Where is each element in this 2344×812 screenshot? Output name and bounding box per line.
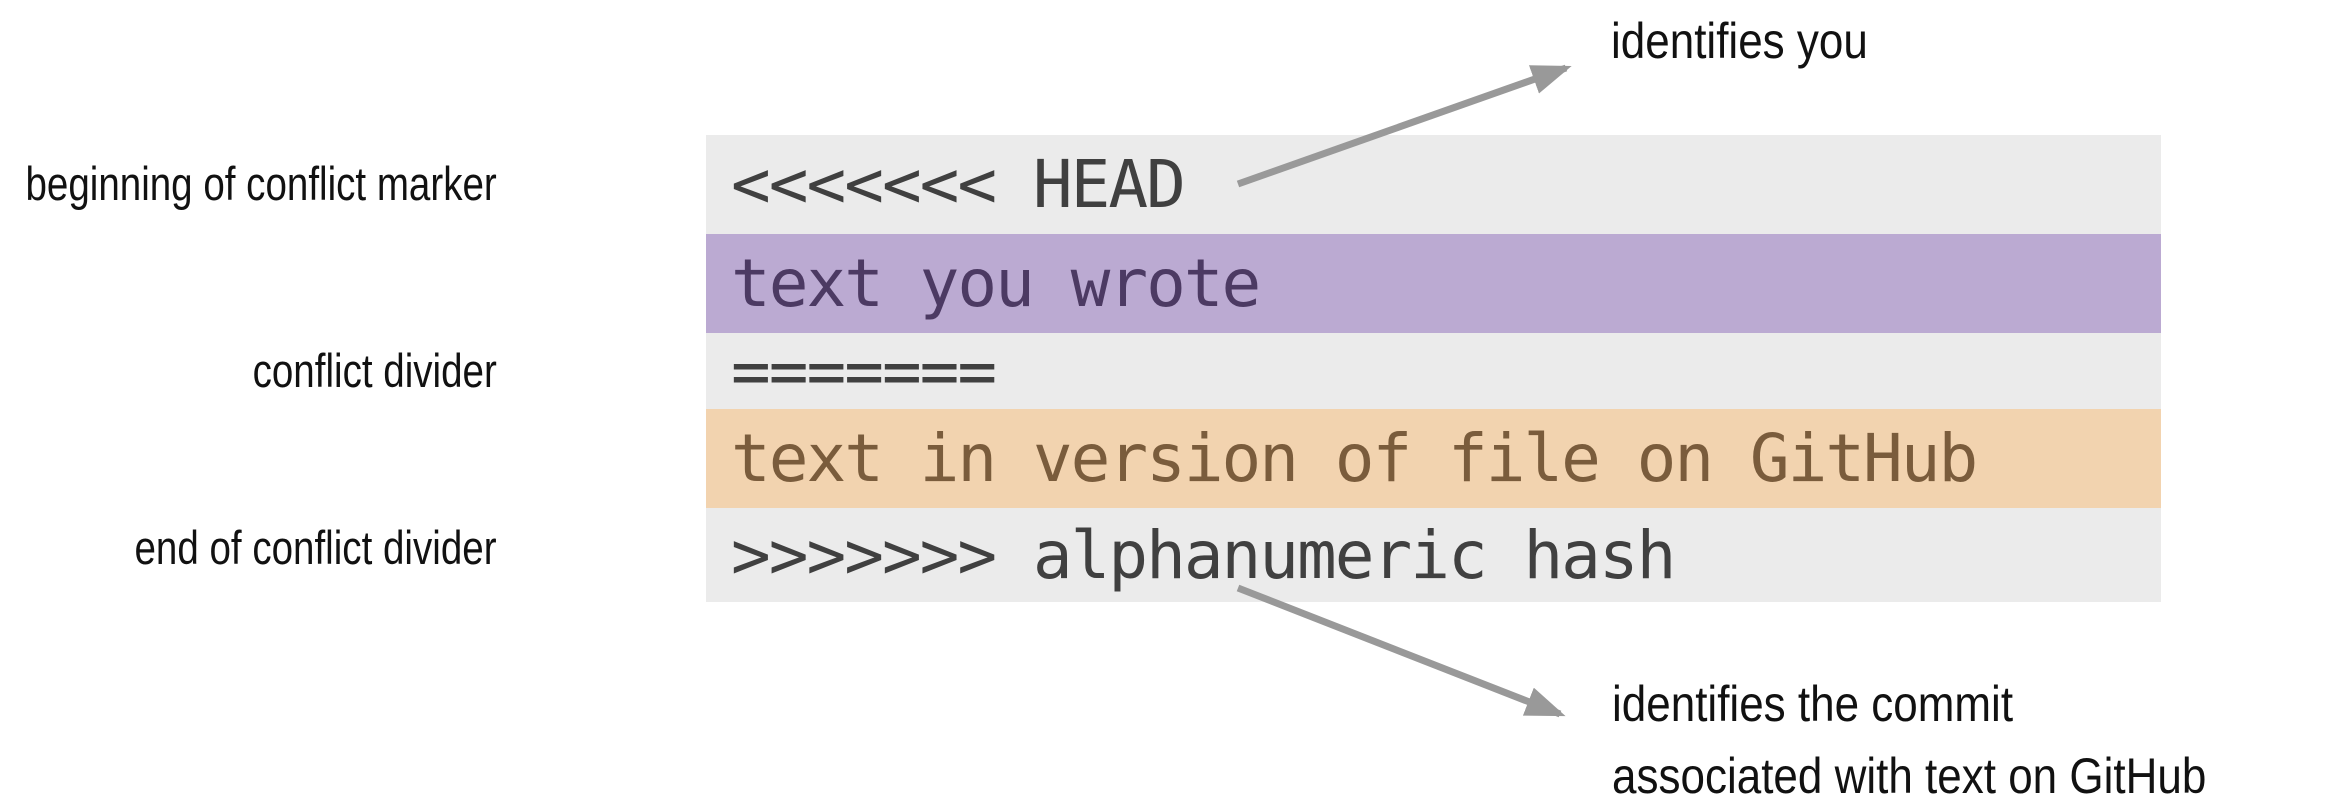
annotation-identifies-you: identifies you <box>1611 13 1868 69</box>
code-line-conflict-start: <<<<<<< HEAD <box>731 146 1186 223</box>
annotation-identifies-commit-line1: identifies the commit <box>1612 676 2014 732</box>
code-line-conflict-divider: ======= <box>731 332 997 410</box>
annotation-identifies-commit-line2: associated with text on GitHub <box>1612 748 2207 804</box>
code-line-remote-text: text in version of file on GitHub <box>706 409 2161 508</box>
label-end-of-conflict-divider: end of conflict divider <box>134 521 497 574</box>
label-beginning-of-conflict-marker: beginning of conflict marker <box>25 157 497 210</box>
arrow-to-identifies-commit-icon <box>1236 584 1566 718</box>
annotation-identifies-commit: identifies the commit associated with te… <box>1612 668 2206 812</box>
conflict-code-block: <<<<<<< HEAD text you wrote ======= text… <box>706 135 2161 602</box>
code-line-local-text: text you wrote <box>706 234 2161 333</box>
code-line-conflict-end: >>>>>>> alphanumeric hash <box>731 516 1676 594</box>
label-conflict-divider: conflict divider <box>252 344 497 397</box>
